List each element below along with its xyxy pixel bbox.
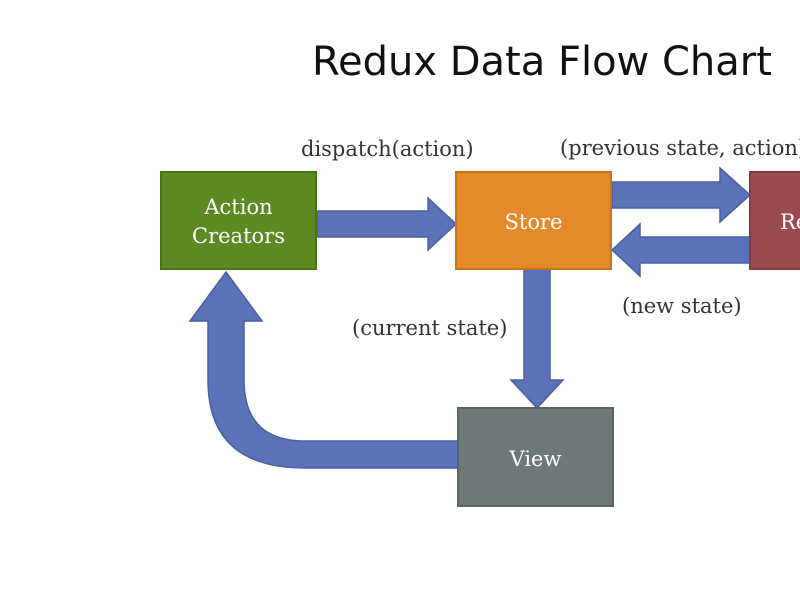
store-to-view-arrow	[509, 267, 565, 410]
view-to-action-creators-arrow	[188, 270, 459, 469]
store-to-reducers-arrow	[611, 166, 752, 224]
diagram-title: Redux Data Flow Chart	[312, 39, 772, 85]
store-box	[455, 171, 612, 270]
view-label: View	[509, 447, 562, 471]
dispatch-arrow	[316, 196, 458, 252]
action-creators-label-line1: Action	[203, 195, 272, 219]
store-label: Store	[505, 210, 563, 234]
new-state-label: (new state)	[622, 294, 742, 318]
reducers-to-store-arrow	[610, 222, 751, 278]
action-creators-label-line2: Creators	[192, 224, 285, 248]
current-state-label: (current state)	[352, 316, 507, 340]
previous-state-action-label: (previous state, action)	[560, 136, 800, 160]
view-box	[457, 407, 614, 507]
dispatch-action-label: dispatch(action)	[301, 137, 474, 161]
reducers-label: Re	[780, 210, 800, 234]
reducers-box	[749, 171, 800, 270]
action-creators-box	[160, 171, 317, 270]
